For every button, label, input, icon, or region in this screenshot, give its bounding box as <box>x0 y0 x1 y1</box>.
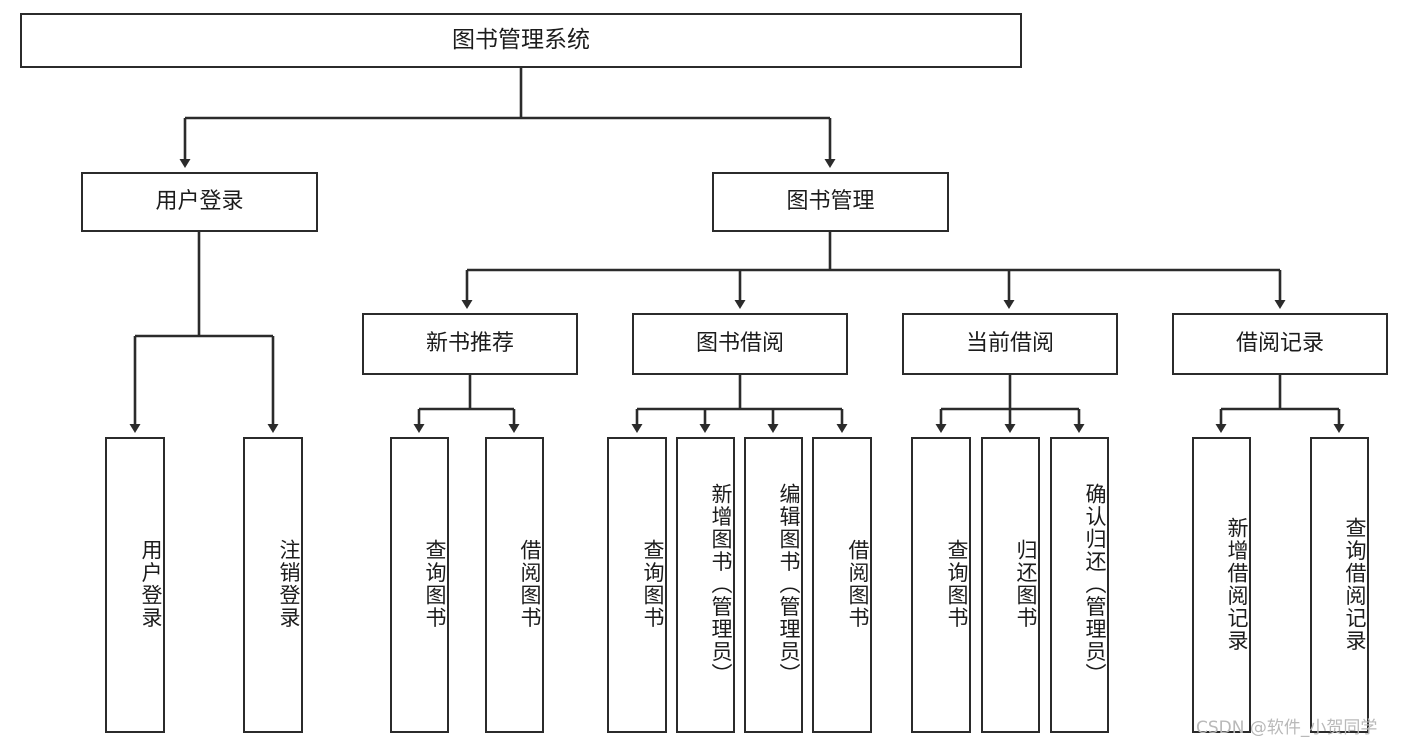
leaf-borrow-add-book-admin[interactable]: 新增图书（管理员） <box>676 437 735 733</box>
node-label: 注销登录 <box>277 539 301 629</box>
node-label: 查询图书 <box>641 539 665 629</box>
csdn-watermark: CSDN @软件_小贺同学 <box>1196 718 1378 738</box>
node-book-management[interactable]: 图书管理 <box>712 172 949 232</box>
leaf-user-login[interactable]: 用户登录 <box>105 437 165 733</box>
node-label: 编辑图书（管理员） <box>777 482 801 686</box>
node-label: 借阅图书 <box>518 539 542 629</box>
node-label: 借阅图书 <box>846 539 870 629</box>
leaf-current-confirm-return-admin[interactable]: 确认归还（管理员） <box>1050 437 1109 733</box>
leaf-recommend-query-book[interactable]: 查询图书 <box>390 437 449 733</box>
node-label: 查询借阅记录 <box>1343 516 1367 652</box>
node-root-system[interactable]: 图书管理系统 <box>20 13 1022 68</box>
leaf-borrow-take-book[interactable]: 借阅图书 <box>812 437 872 733</box>
node-label: 用户登录 <box>155 189 244 215</box>
node-borrow-record[interactable]: 借阅记录 <box>1172 313 1388 375</box>
node-label: 借阅记录 <box>1235 331 1324 357</box>
leaf-record-query-borrow-record[interactable]: 查询借阅记录 <box>1310 437 1369 733</box>
node-new-book-recommendation[interactable]: 新书推荐 <box>362 313 578 375</box>
leaf-record-add-borrow-record[interactable]: 新增借阅记录 <box>1192 437 1251 733</box>
leaf-user-logout[interactable]: 注销登录 <box>243 437 303 733</box>
node-label: 用户登录 <box>139 539 163 629</box>
node-label: 新书推荐 <box>425 331 514 357</box>
node-label: 查询图书 <box>423 539 447 629</box>
node-book-borrow[interactable]: 图书借阅 <box>632 313 848 375</box>
node-label: 新增图书（管理员） <box>709 482 733 686</box>
leaf-borrow-edit-book-admin[interactable]: 编辑图书（管理员） <box>744 437 803 733</box>
node-label: 图书管理 <box>786 189 875 215</box>
node-label: 归还图书 <box>1014 539 1038 629</box>
node-label: 查询图书 <box>945 539 969 629</box>
node-label: 确认归还（管理员） <box>1083 482 1107 686</box>
node-label: 当前借阅 <box>965 331 1054 357</box>
node-label: 新增借阅记录 <box>1225 516 1249 652</box>
leaf-current-return-book[interactable]: 归还图书 <box>981 437 1040 733</box>
leaf-current-query-book[interactable]: 查询图书 <box>911 437 971 733</box>
leaf-recommend-borrow-book[interactable]: 借阅图书 <box>485 437 544 733</box>
leaf-borrow-query-book[interactable]: 查询图书 <box>607 437 667 733</box>
node-user-login[interactable]: 用户登录 <box>81 172 318 232</box>
node-label: 图书管理系统 <box>452 26 590 53</box>
node-label: 图书借阅 <box>695 331 784 357</box>
node-current-borrow[interactable]: 当前借阅 <box>902 313 1118 375</box>
